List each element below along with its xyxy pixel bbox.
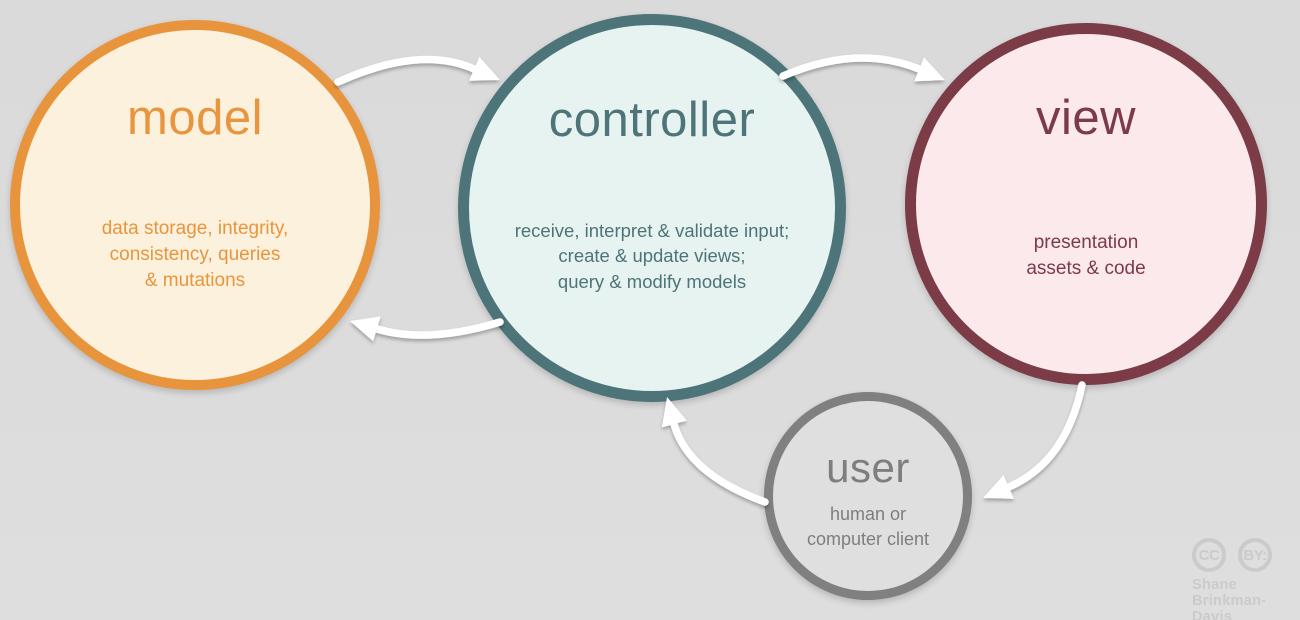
arrow-view-to-user-icon — [983, 381, 1086, 499]
arrow-controller-to-view-icon — [779, 54, 945, 82]
attribution: CC BY: Shane Brinkman-Davis — [1192, 538, 1300, 620]
node-controller-label: controller — [548, 93, 756, 147]
cc-label: CC — [1198, 546, 1220, 564]
node-user-label: user — [826, 444, 910, 491]
arrow-model-to-controller-icon — [334, 55, 500, 86]
node-model-label: model — [127, 91, 263, 145]
arrow-controller-to-model-icon — [350, 316, 504, 342]
attribution-author: Shane Brinkman-Davis — [1192, 577, 1267, 620]
node-view-description: presentation assets & code — [1026, 231, 1146, 279]
node-user-description: human or computer client — [806, 503, 930, 549]
license-badges: CC BY: — [1192, 538, 1300, 572]
node-model: model data storage, integrity, consisten… — [10, 20, 380, 390]
node-model-description: data storage, integrity, consistency, qu… — [101, 217, 289, 292]
node-view: view presentation assets & code — [905, 23, 1267, 385]
by-label: BY: — [1243, 546, 1267, 564]
node-user: user human or computer client — [764, 392, 972, 600]
node-view-label: view — [1035, 91, 1137, 145]
cc-by-icon: BY: — [1238, 538, 1272, 572]
node-controller: controller receive, interpret & validate… — [458, 14, 846, 402]
creative-commons-icon: CC — [1192, 538, 1226, 572]
arrow-user-to-controller-icon — [661, 397, 769, 506]
node-controller-description: receive, interpret & validate input; cre… — [514, 219, 790, 292]
